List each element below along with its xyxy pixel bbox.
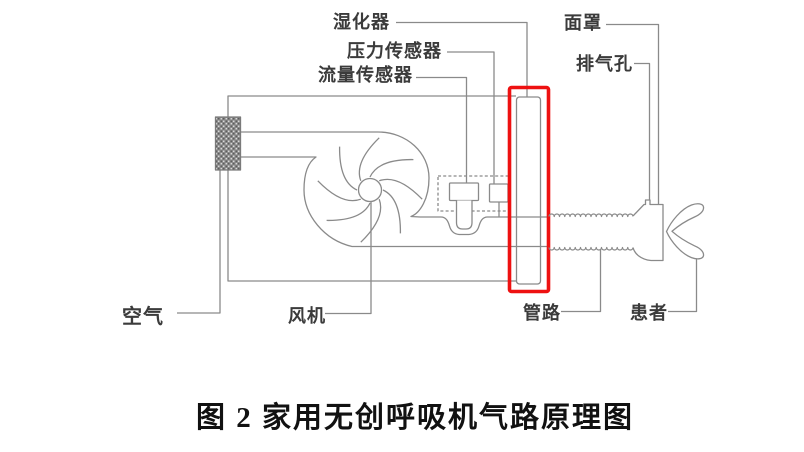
duct-top: [420, 216, 549, 236]
humidifier-body: [515, 96, 542, 285]
fan-blade: [382, 189, 402, 234]
leader-tubing: [561, 249, 602, 313]
patient-nose: [665, 203, 705, 260]
leader-flow-sensor: [416, 76, 468, 183]
flow-sensor-plug: [455, 200, 473, 230]
label-tubing: 管路: [523, 303, 561, 323]
machine-housing-box: [227, 95, 516, 282]
fan-blade: [317, 180, 362, 202]
leader-humidifier: [396, 21, 528, 97]
leader-blower: [325, 201, 372, 315]
leader-patient: [668, 250, 698, 313]
humidifier-highlight-box: [507, 85, 551, 294]
leader-pressure-sensor: [447, 51, 495, 184]
leader-air: [177, 170, 221, 314]
label-exhaust-port: 排气孔: [576, 54, 633, 74]
flow-sensor-body: [448, 182, 480, 202]
fan-hub: [357, 177, 383, 203]
mask-body: [632, 199, 664, 262]
label-patient: 患者: [630, 303, 668, 323]
fan-blade: [360, 198, 382, 243]
figure-caption: 图 2 家用无创呼吸机气路原理图: [196, 402, 635, 434]
fan-blade: [338, 146, 358, 191]
leader-exhaust-port: [634, 62, 651, 200]
label-flow-sensor: 流量传感器: [318, 65, 413, 85]
blower-scroll-inner-and-duct-bottom: [241, 156, 549, 248]
label-pressure-sensor: 压力传感器: [347, 41, 442, 61]
tube-corrugated-top: [548, 213, 634, 218]
tube-corrugated-bottom: [548, 246, 634, 251]
air-filter: [214, 116, 242, 171]
fan-blade: [358, 137, 380, 182]
label-air: 空气: [122, 306, 164, 328]
label-blower: 风机: [288, 306, 326, 326]
label-mask: 面罩: [564, 13, 602, 33]
fan-blade: [326, 202, 371, 222]
fan-blades: [317, 137, 423, 243]
fan-blade: [369, 158, 414, 178]
fan-blade: [378, 178, 423, 200]
blower-scroll-outer: [241, 131, 430, 218]
label-humidifier: 湿化器: [333, 12, 390, 32]
leader-mask: [606, 23, 660, 205]
pressure-sensor-body: [488, 183, 509, 203]
